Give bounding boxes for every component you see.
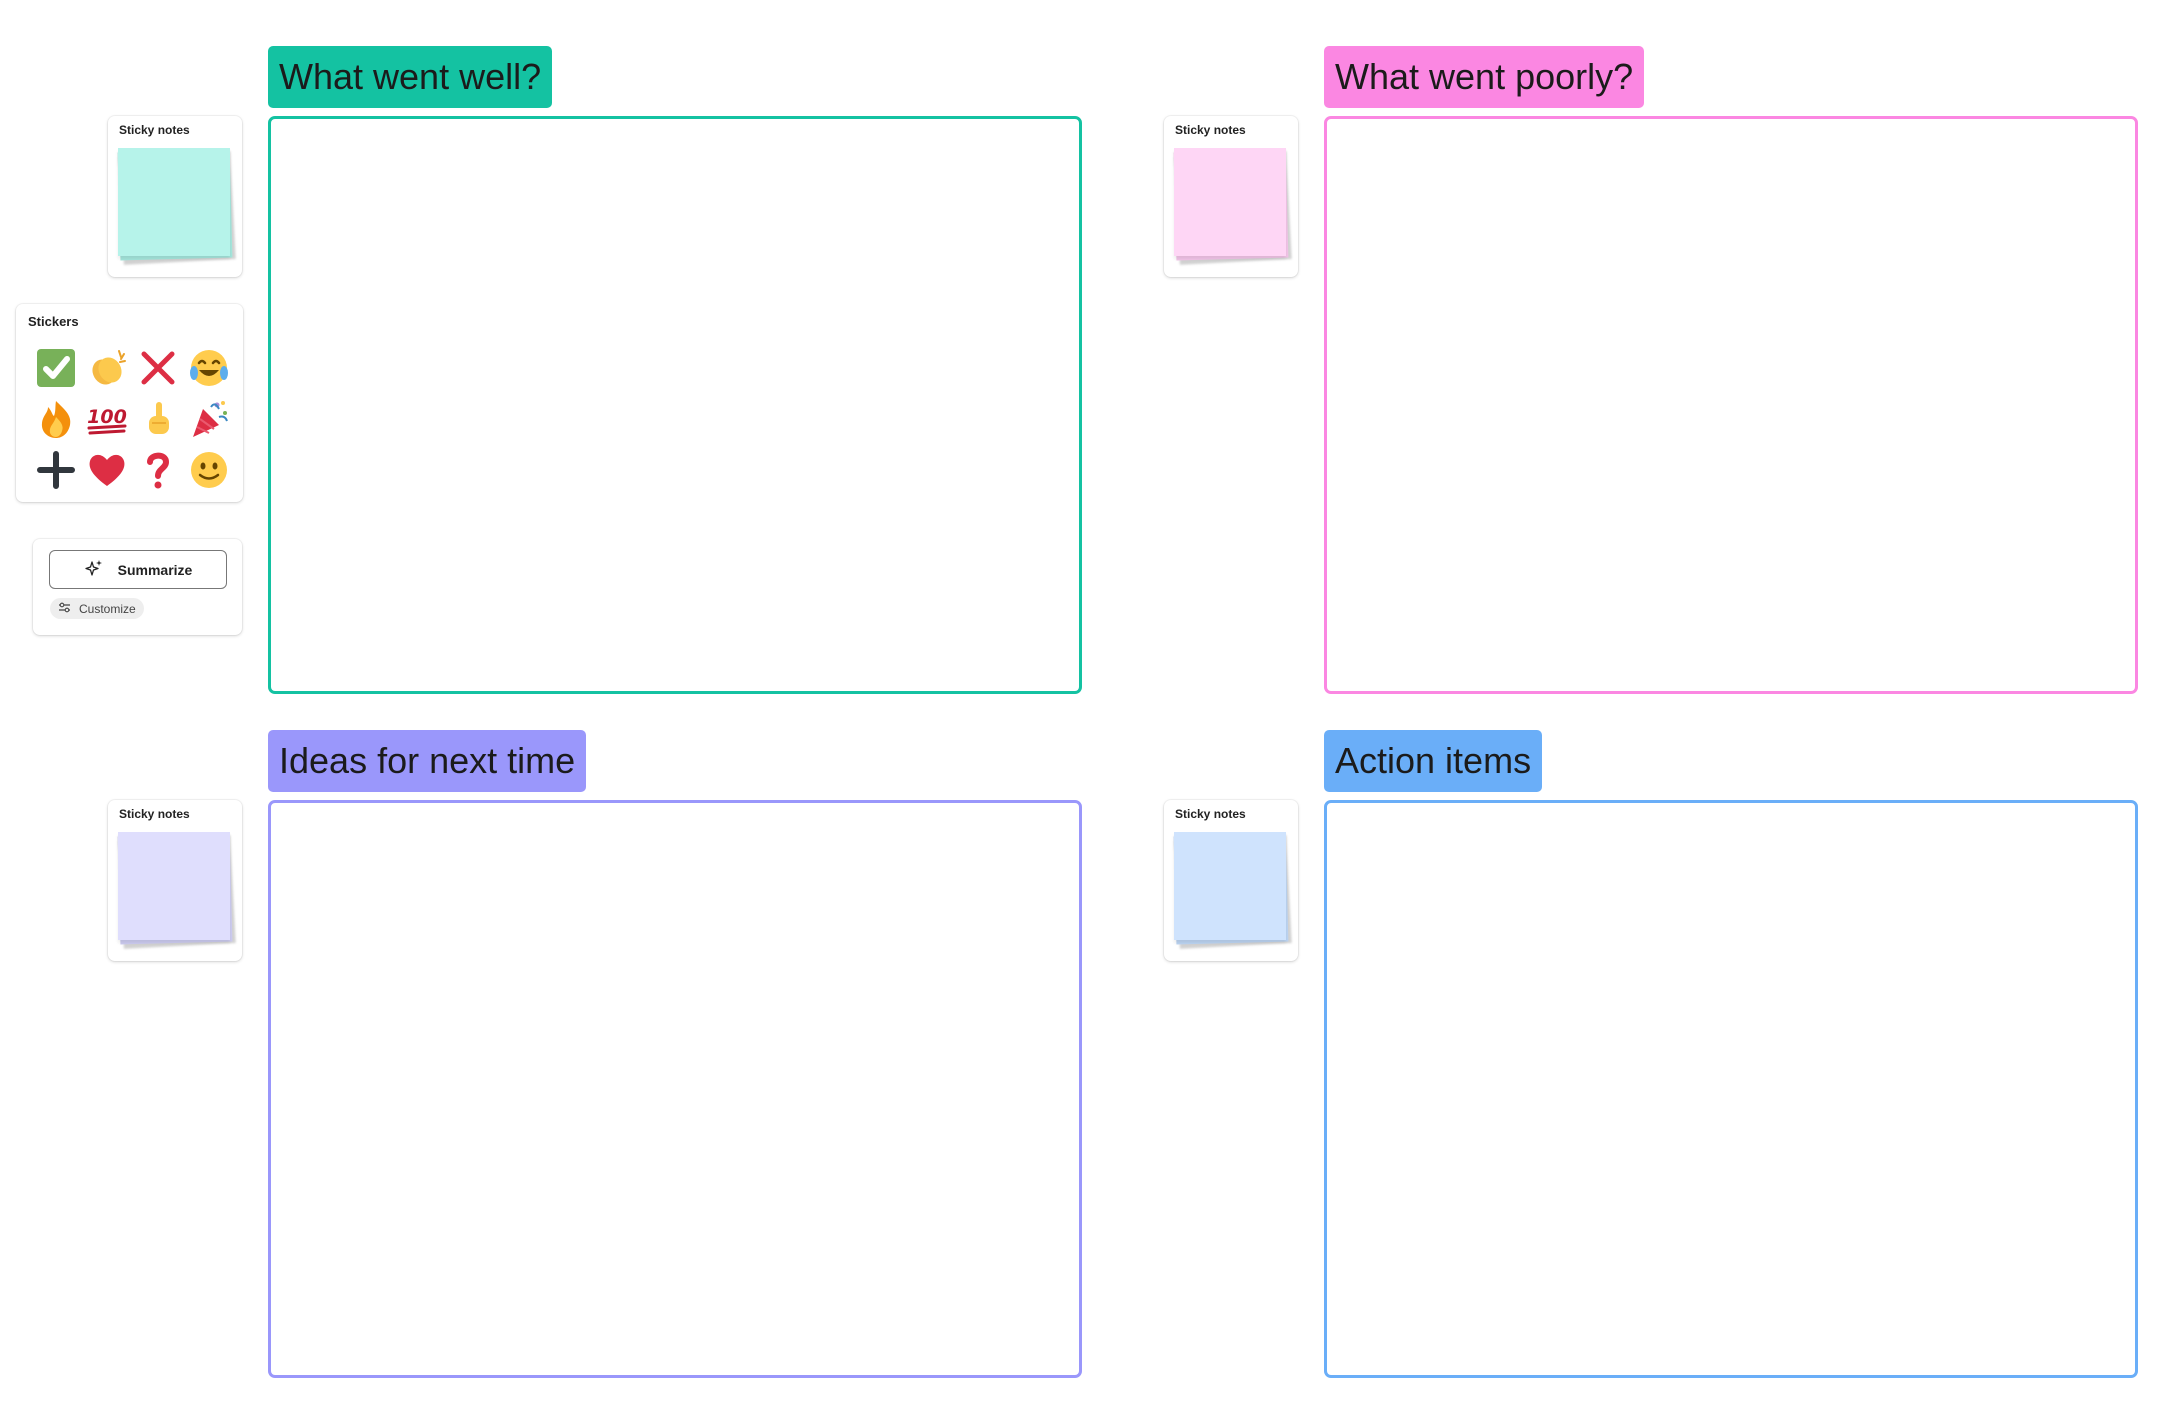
pointing-up-icon[interactable] [132,393,183,444]
question-mark-icon[interactable] [132,444,183,495]
sliders-icon [58,602,71,616]
section-frame-went-poorly[interactable] [1324,116,2138,694]
party-popper-icon[interactable] [183,393,234,444]
heart-icon[interactable] [81,444,132,495]
smiley-icon[interactable] [183,444,234,495]
stickers-widget: Stickers 100 [16,304,243,502]
sticky-notes-label: Sticky notes [119,807,190,821]
sticky-notes-label: Sticky notes [1175,807,1246,821]
customize-button[interactable]: Customize [50,598,144,619]
section-frame-went-well[interactable] [268,116,1082,694]
section-title-went-poorly[interactable]: What went poorly? [1324,46,1645,108]
plus-icon[interactable] [30,444,81,495]
tears-of-joy-icon[interactable] [183,342,234,393]
sticky-notes-widget-action-items[interactable]: Sticky notes [1164,800,1298,961]
section-title-went-well[interactable]: What went well? [268,46,553,108]
cross-mark-icon[interactable] [132,342,183,393]
sticky-note-stack[interactable] [117,832,236,949]
section-frame-action-items[interactable] [1324,800,2138,1378]
sparkle-icon [84,558,104,581]
customize-label: Customize [79,601,136,616]
fire-icon[interactable] [30,393,81,444]
sticky-note-stack[interactable] [1173,832,1292,949]
sticky-note-stack[interactable] [1173,148,1292,265]
sticky-notes-widget-went-well[interactable]: Sticky notes [108,116,242,277]
section-title-action-items[interactable]: Action items [1324,730,1543,792]
summarize-button[interactable]: Summarize [49,550,227,589]
svg-text:100: 100 [87,406,127,428]
sticky-notes-widget-ideas[interactable]: Sticky notes [108,800,242,961]
clapping-hands-icon[interactable] [81,342,132,393]
summarize-widget: Summarize Customize [33,539,242,635]
sticky-notes-label: Sticky notes [119,123,190,137]
sticky-note-stack[interactable] [117,148,236,265]
hundred-points-icon[interactable]: 100 [81,393,132,444]
stickers-label: Stickers [28,314,79,329]
section-title-ideas[interactable]: Ideas for next time [268,730,587,792]
summarize-label: Summarize [117,561,193,578]
sticky-notes-widget-went-poorly[interactable]: Sticky notes [1164,116,1298,277]
sticky-notes-label: Sticky notes [1175,123,1246,137]
section-frame-ideas[interactable] [268,800,1082,1378]
check-mark-icon[interactable] [30,342,81,393]
